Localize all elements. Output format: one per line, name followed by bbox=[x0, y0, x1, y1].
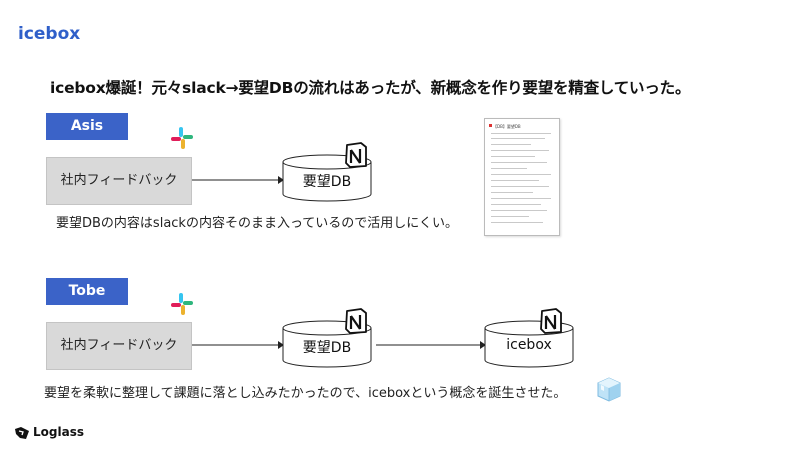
tobe-tag: Tobe bbox=[46, 278, 128, 305]
loglass-logo: Loglass bbox=[14, 425, 84, 440]
headline: icebox爆誕！元々slack→要望DBの流れはあったが、新概念を作り要望を精… bbox=[50, 79, 691, 97]
tobe-arrow-2 bbox=[376, 341, 486, 349]
tobe-db-cylinder: 要望DB bbox=[282, 320, 372, 368]
asis-tag: Asis bbox=[46, 113, 128, 140]
tobe-note: 要望を柔軟に整理して課題に落とし込みたかったので、iceboxという概念を誕生さ… bbox=[44, 386, 567, 401]
ice-cube-icon bbox=[597, 377, 621, 402]
slack-icon bbox=[171, 293, 193, 315]
asis-arrow bbox=[192, 176, 284, 184]
icebox-label: icebox bbox=[506, 337, 552, 353]
asis-note: 要望DBの内容はslackの内容そのまま入っているので活用しにくい。 bbox=[56, 216, 459, 231]
asis-db-label: 要望DB bbox=[302, 174, 352, 190]
loglass-logo-text: Loglass bbox=[33, 425, 84, 439]
slack-icon bbox=[171, 127, 193, 149]
doc-thumbnail-title: 【DB】要望DB bbox=[493, 124, 521, 129]
tobe-arrow-1 bbox=[192, 341, 284, 349]
tobe-db-label: 要望DB bbox=[302, 340, 352, 356]
asis-feedback-box: 社内フィードバック bbox=[46, 157, 192, 205]
notion-icon bbox=[345, 308, 367, 334]
db-document-thumbnail: 【DB】要望DB bbox=[484, 118, 560, 236]
notion-icon bbox=[345, 142, 367, 168]
loglass-logo-icon bbox=[15, 426, 29, 439]
notion-icon bbox=[540, 308, 562, 334]
page-label: icebox bbox=[18, 24, 81, 44]
tobe-feedback-box: 社内フィードバック bbox=[46, 322, 192, 370]
doc-mark-icon bbox=[489, 124, 492, 127]
